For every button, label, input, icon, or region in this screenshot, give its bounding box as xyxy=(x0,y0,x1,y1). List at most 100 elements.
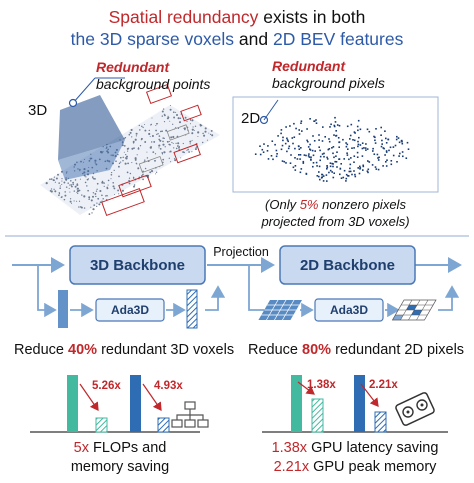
point xyxy=(96,188,98,190)
pixel xyxy=(326,168,328,170)
bev-grid-dense xyxy=(258,300,302,320)
point xyxy=(66,171,68,173)
point xyxy=(54,181,57,183)
pixel xyxy=(338,158,341,160)
backbone-2d-box xyxy=(279,245,416,285)
point xyxy=(125,157,128,160)
bev-grid-sparse xyxy=(391,299,437,321)
point xyxy=(135,132,138,135)
point xyxy=(76,190,79,193)
point xyxy=(106,159,109,162)
pixel xyxy=(294,147,296,150)
point xyxy=(129,131,132,134)
pixel xyxy=(318,139,320,141)
pixel xyxy=(354,173,356,176)
pixel xyxy=(293,136,296,138)
point xyxy=(106,194,108,197)
right-bar-chart xyxy=(262,375,448,433)
pixel xyxy=(380,145,383,148)
point xyxy=(171,141,173,144)
reduce-3d-pct: 40% xyxy=(68,342,98,358)
pixel xyxy=(367,171,369,174)
left-bar-chart xyxy=(30,375,209,433)
pixel xyxy=(331,147,333,149)
pixel xyxy=(336,151,338,153)
reduce-3d-post: redundant 3D voxels xyxy=(97,342,235,358)
pixel xyxy=(281,160,284,162)
point xyxy=(169,143,171,146)
pixel xyxy=(357,143,360,146)
pixel xyxy=(357,145,359,148)
pixel xyxy=(321,153,324,155)
pixel xyxy=(300,120,303,122)
point xyxy=(133,177,135,180)
point xyxy=(91,195,95,198)
pixel xyxy=(354,175,357,178)
point xyxy=(161,152,164,154)
pixel xyxy=(325,174,328,176)
pixel xyxy=(378,156,380,159)
pixel xyxy=(339,168,342,170)
backbone-2d-label: 2D Backbone xyxy=(299,257,396,274)
point xyxy=(152,151,155,154)
pixel xyxy=(286,150,288,153)
speedup-right-b: 2.21x xyxy=(369,379,398,391)
point xyxy=(67,182,69,184)
point xyxy=(175,127,177,129)
point xyxy=(174,159,177,162)
pixel xyxy=(298,129,300,131)
pixel xyxy=(295,127,297,130)
pixel xyxy=(307,155,310,157)
pixel xyxy=(356,156,359,158)
right-bar-mem-after xyxy=(374,411,387,433)
point xyxy=(150,170,154,173)
point xyxy=(149,136,151,138)
pixel xyxy=(377,159,380,161)
callout-dot-left xyxy=(68,98,78,108)
point xyxy=(135,135,138,137)
point xyxy=(150,141,153,143)
pixel xyxy=(327,148,330,151)
pixel xyxy=(262,151,265,153)
point xyxy=(84,174,86,177)
point xyxy=(90,153,92,155)
pixel xyxy=(396,161,398,163)
pixel xyxy=(389,146,392,149)
point xyxy=(119,161,122,163)
point xyxy=(123,151,125,153)
pixel xyxy=(342,176,345,179)
right-callout-bold: Redundant xyxy=(272,58,346,74)
point xyxy=(162,143,165,146)
point xyxy=(106,150,109,153)
pixel xyxy=(330,123,332,126)
pixel xyxy=(267,158,270,160)
pixel xyxy=(329,162,332,164)
point xyxy=(88,167,90,168)
pixel xyxy=(300,168,303,170)
pixel xyxy=(309,143,311,146)
pixel xyxy=(300,147,302,149)
pixel xyxy=(289,162,292,164)
pixel xyxy=(386,159,388,161)
pixel xyxy=(349,163,352,166)
point xyxy=(155,171,158,173)
pixel xyxy=(328,138,330,140)
point xyxy=(114,151,117,154)
pixel xyxy=(336,124,339,126)
point xyxy=(83,171,86,174)
point xyxy=(159,148,162,150)
pixel xyxy=(292,142,294,145)
pixel xyxy=(362,165,365,168)
point xyxy=(136,154,138,156)
point xyxy=(180,157,182,159)
point xyxy=(50,178,53,180)
pixel xyxy=(312,135,314,137)
bev-note-post: nonzero pixels xyxy=(318,197,406,212)
pixel xyxy=(300,122,302,124)
point xyxy=(96,202,98,204)
pixel xyxy=(322,126,324,128)
pixel xyxy=(374,142,377,144)
pixel xyxy=(353,155,356,157)
point xyxy=(119,156,122,159)
